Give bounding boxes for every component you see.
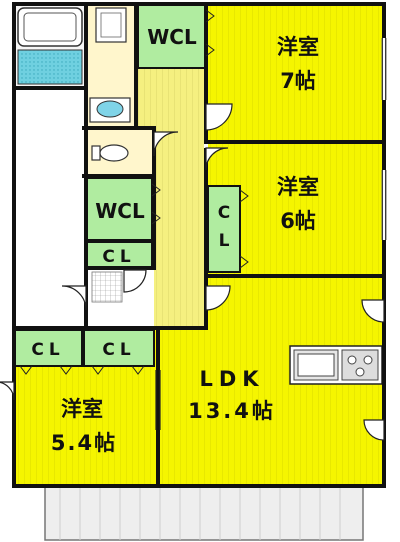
room-label-ldk-line2: 13.4帖 — [188, 399, 276, 423]
room-label-western-7-line2: 7帖 — [280, 69, 316, 93]
room-label-western-54-line2: 5.4帖 — [51, 431, 117, 455]
door-swing-icon — [205, 285, 231, 311]
stove-icon — [341, 349, 379, 381]
closet-label-cl-hall: CL — [102, 247, 135, 267]
kitchen-counter — [289, 345, 383, 385]
kitchen-sink-icon — [297, 353, 335, 377]
door-swing-icon — [205, 147, 229, 171]
closet-cl-left-a — [14, 330, 82, 366]
closet-label-cl-left-b: CL — [102, 340, 135, 360]
closet-cl-left-b — [84, 330, 154, 366]
door-swing-icon — [363, 419, 385, 441]
closet-outlines — [13, 3, 241, 367]
closet-label-cl-left-a: CL — [31, 340, 64, 360]
closet-label-wcl-mid: WCL — [95, 199, 145, 223]
room-label-western-6-line2: 6帖 — [280, 209, 316, 233]
closet-cl-vertical — [208, 186, 240, 272]
door-swing-icon — [205, 103, 233, 131]
room-label-western-6-line1: 洋室 — [277, 175, 319, 199]
room-western-7 — [208, 4, 384, 142]
closet-wcl-mid — [86, 178, 152, 240]
balcony — [44, 485, 364, 541]
wash-basin-icon — [96, 100, 124, 118]
room-label-western-7-line1: 洋室 — [277, 35, 319, 59]
door-swing-icon — [153, 131, 179, 157]
closet-cl-hall — [86, 242, 152, 268]
door-swing-icon — [0, 381, 15, 401]
room-label-ldk-line1: LDK — [199, 367, 264, 391]
door-swing-icon — [61, 285, 87, 311]
closet-doors — [19, 9, 249, 375]
closet-label-cl-vertical-l: L — [219, 231, 230, 251]
sliding-door — [155, 370, 161, 430]
doors — [0, 103, 385, 441]
room-label-western-54-line1: 洋室 — [61, 397, 103, 421]
toilet-room — [86, 130, 152, 174]
door-swing-icon — [123, 269, 147, 293]
room-ldk — [158, 276, 384, 486]
washroom — [86, 4, 136, 126]
door-swing-icon — [361, 299, 385, 323]
closet-label-wcl-top: WCL — [147, 25, 197, 49]
closet-wcl-top — [138, 4, 206, 68]
closet-label-cl-vertical-c: C — [218, 203, 230, 223]
bathroom — [14, 4, 86, 88]
toilet-icon — [99, 144, 129, 162]
